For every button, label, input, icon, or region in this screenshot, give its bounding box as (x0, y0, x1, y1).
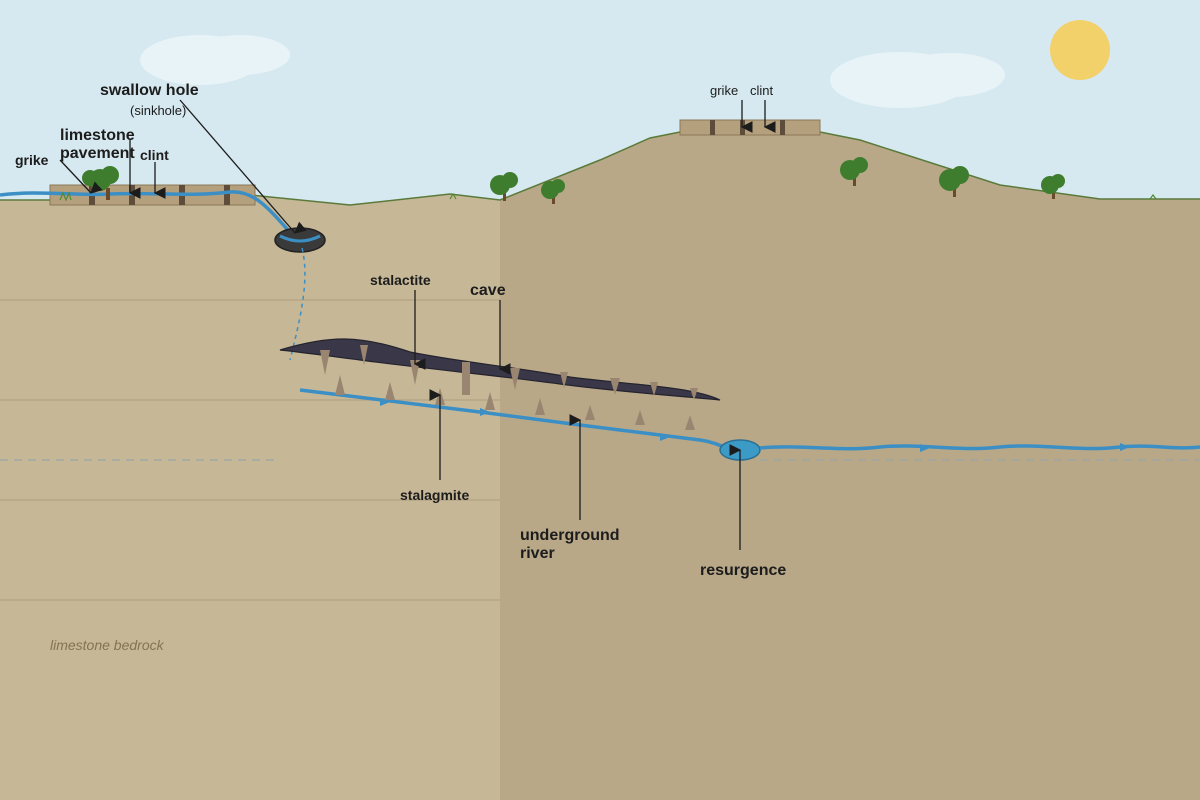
tree-icon (490, 172, 518, 201)
river-flow-arrows (380, 398, 670, 441)
stalagmite-label: stalagmite (400, 487, 469, 503)
stalagmite (535, 398, 545, 415)
stalagmite (635, 410, 645, 425)
swallow-hole-leader (179, 99, 307, 234)
limestone-pavement-right (679, 119, 821, 136)
bedding-planes (0, 299, 500, 601)
clint-left-label: clint (140, 147, 169, 163)
cave-label: cave (470, 282, 506, 299)
stalactite (690, 388, 698, 400)
tree-icon (1041, 174, 1065, 199)
limestone-hill (500, 132, 1200, 800)
resurgence-label: resurgence (700, 562, 786, 579)
clint-right-label: clint (750, 83, 774, 98)
stalactite-label: stalactite (370, 272, 431, 288)
tree-icon (541, 179, 565, 204)
limestone-pavement-label-line1: limestone (60, 127, 135, 144)
swallow-hole-label: swallow hole (100, 82, 199, 99)
grike-left-label: grike (15, 152, 49, 168)
tree-icon (939, 166, 969, 197)
cloud-icon (830, 52, 1005, 108)
stalactite (650, 382, 658, 396)
stalagmites (335, 375, 695, 430)
limestone-pavement-label-line2: pavement (60, 145, 135, 162)
leader-lines (59, 99, 776, 550)
limestone-bedrock-label: limestone bedrock (50, 637, 165, 653)
grike (780, 120, 785, 135)
grass-tufts (59, 191, 1157, 202)
underground-river-label-line2: river (520, 545, 555, 562)
stalagmite (585, 405, 595, 420)
ground-surface (0, 131, 1200, 206)
grike (224, 185, 230, 205)
grike-left-leader (59, 159, 103, 194)
sinkhole-label: (sinkhole) (130, 103, 186, 118)
tree-icon (82, 166, 119, 200)
stalactite (610, 378, 620, 395)
stalagmite (685, 415, 695, 430)
stalactite (510, 368, 520, 390)
seepage-path (289, 247, 306, 361)
grike (710, 120, 715, 135)
grike-right-label: grike (710, 83, 738, 98)
stalagmite (335, 375, 345, 395)
river-flow-arrows (920, 443, 1130, 452)
stalagmite (485, 392, 495, 410)
stalactite (560, 372, 568, 388)
swallow-hole-water (279, 234, 321, 243)
stalactite (320, 350, 330, 375)
surface-river (759, 444, 1200, 451)
underground-river-label-line1: underground (520, 527, 620, 544)
stalactite (360, 345, 368, 365)
column (462, 362, 470, 395)
sun-icon (1050, 20, 1110, 80)
stalagmite (385, 382, 395, 400)
cloud-icon (140, 35, 290, 85)
tree-icon (840, 157, 868, 186)
